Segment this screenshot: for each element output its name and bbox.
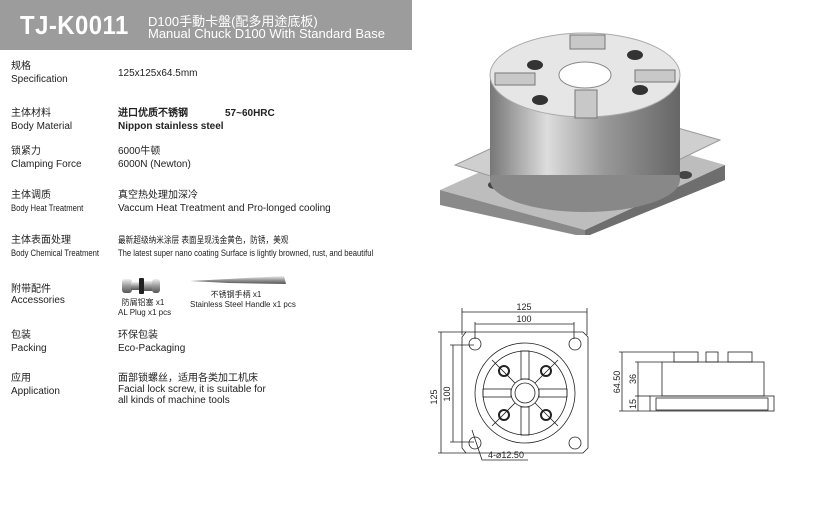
title-en: Manual Chuck D100 With Standard Base [148, 26, 386, 41]
name-en: Stainless Steel Handle x1 pcs [190, 300, 296, 309]
label-en: Packing [11, 343, 47, 354]
side-view-drawing: 64.50 36 15 [612, 351, 775, 412]
label-cn: 规格 [11, 61, 31, 72]
name-cn: 防屑铝塞 x1 [121, 298, 165, 307]
label-cn: 主体调质 [11, 190, 51, 201]
label-en: Specification [11, 74, 68, 85]
hole-note: 4-⌀12.50 [488, 450, 524, 460]
model-number: TJ-K0011 [20, 10, 129, 40]
label-cn: 锁紧力 [11, 146, 41, 157]
label-cn: 包装 [11, 330, 31, 341]
value-cn: 面部锁螺丝，适用各类加工机床 [118, 373, 258, 384]
value-en: The latest super nano coating Surface is… [118, 248, 374, 258]
value-cn: 进口优质不锈钢 [118, 108, 188, 119]
value-cn: 6000牛顿 [118, 146, 161, 157]
dim-body-height: 36 [628, 374, 638, 384]
value-cn: 最新超级纳米涂层 表面呈现浅金黄色，防锈，美观 [118, 235, 289, 245]
value-cn: 环保包装 [118, 330, 158, 341]
dim-base-height: 15 [628, 399, 638, 409]
name-en: AL Plug x1 pcs [118, 308, 172, 317]
value-en-2: all kinds of machine tools [118, 395, 230, 406]
dim-width-100: 100 [516, 314, 531, 324]
label-cn: 主体表面处理 [11, 235, 71, 246]
label-cn: 应用 [11, 373, 31, 384]
accessory-steel-handle: 不锈钢手柄 x1 Stainless Steel Handle x1 pcs [190, 290, 296, 310]
label-en: Clamping Force [11, 159, 82, 170]
dim-total-height: 64.50 [612, 371, 622, 394]
title-cn: D100手動卡盤(配多用途底板) [148, 14, 318, 29]
value-en: Eco-Packaging [118, 343, 186, 354]
value-hardness: 57~60HRC [225, 108, 275, 119]
label-cn: 附带配件 [11, 284, 51, 295]
value-en: Vaccum Heat Treatment and Pro-longed coo… [118, 203, 331, 214]
dim-height-100: 100 [442, 386, 452, 401]
steel-handle-image [190, 276, 286, 284]
value-cn: 真空热处理加深冷 [118, 190, 198, 201]
dim-height-125: 125 [429, 389, 439, 404]
label-en: Body Material [11, 121, 73, 132]
dim-width-125: 125 [516, 302, 531, 312]
label-en: Application [11, 386, 60, 397]
value-en: Facial lock screw, it is suitable for [118, 384, 266, 395]
top-view-drawing: 125 100 125 100 4-⌀12.50 [429, 302, 589, 461]
value-en: 6000N (Newton) [118, 159, 191, 170]
value-en: Nippon stainless steel [118, 121, 224, 132]
name-cn: 不锈钢手柄 x1 [210, 290, 262, 299]
value: 125x125x64.5mm [118, 68, 198, 79]
header-banner: TJ-K0011 D100手動卡盤(配多用途底板) Manual Chuck D… [0, 0, 412, 50]
accessory-al-plug: 防屑铝塞 x1 AL Plug x1 pcs [118, 298, 172, 318]
label-cn: 主体材料 [11, 108, 51, 119]
label-en: Body Chemical Treatment [11, 248, 100, 258]
al-plug-image [122, 278, 160, 294]
label-en: Accessories [11, 295, 65, 306]
product-image [440, 32, 725, 235]
label-en: Body Heat Treatment [11, 203, 84, 213]
